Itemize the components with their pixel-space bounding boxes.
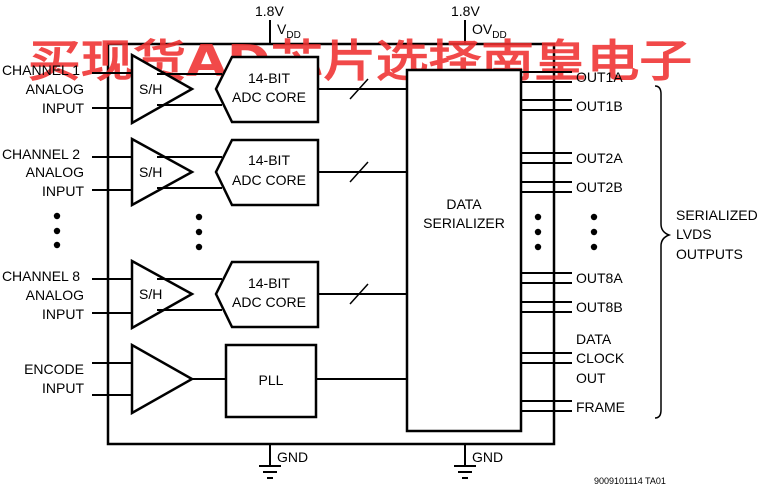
serialized-label-line2: LVDS (676, 226, 712, 242)
channel-2-analog: ANALOG (26, 164, 84, 180)
adc-core-8 (214, 260, 320, 329)
bus-slash-2 (349, 161, 369, 183)
encode-buffer-amplifier (130, 342, 195, 416)
pll-label: PLL (259, 372, 284, 388)
channel-1-analog: ANALOG (26, 81, 84, 97)
encode-input-label: INPUT (42, 380, 84, 396)
ellipsis-dots-right (534, 213, 598, 251)
channel-1-input: INPUT (42, 100, 84, 116)
channel-2-group: CHANNEL 2 ANALOG INPUT S/H 14-BIT ADC CO… (2, 136, 407, 208)
sample-hold-label-8: S/H (139, 286, 162, 302)
serialized-label-line1: SERIALIZED (676, 207, 758, 223)
channel-2-input: INPUT (42, 183, 84, 199)
serializer-label-line1: DATA (446, 196, 482, 212)
ground-symbol-right (454, 444, 476, 479)
adc-1-core-label: ADC CORE (232, 89, 306, 105)
ground-label-left: GND (277, 449, 308, 465)
adc-2-resolution: 14-BIT (248, 152, 290, 168)
vdd-voltage: 1.8V (255, 3, 284, 19)
output-lines (521, 71, 572, 412)
channel-1-group: CHANNEL 1 ANALOG INPUT S/H 14-BIT ADC CO… (2, 52, 407, 126)
encode-group: ENCODE INPUT PLL (24, 342, 407, 419)
adc-core-2 (214, 138, 320, 207)
clock-out-label-line1: DATA (576, 331, 612, 347)
ovdd-voltage: 1.8V (451, 3, 480, 19)
ellipsis-dots-left (53, 212, 61, 249)
serialized-label-line3: OUTPUTS (676, 246, 743, 262)
figure-part-code: 9009101114 TA01 (594, 476, 666, 486)
output-label-out1b: OUT1B (576, 98, 623, 114)
ground-symbol-left (259, 444, 281, 479)
channel-1-label: CHANNEL 1 (2, 62, 80, 78)
vdd-label: VDD (277, 21, 301, 41)
output-label-out2b: OUT2B (576, 179, 623, 195)
output-label-out1a: OUT1A (576, 69, 623, 85)
adc-core-1 (214, 55, 320, 124)
adc-8-core-label: ADC CORE (232, 294, 306, 310)
adc-8-resolution: 14-BIT (248, 275, 290, 291)
ellipsis-dots-middle (195, 213, 203, 251)
clock-out-label-line2: CLOCK (576, 350, 625, 366)
clock-out-label-line3: OUT (576, 370, 606, 386)
data-serializer-block (405, 68, 523, 433)
encode-label: ENCODE (24, 361, 84, 377)
channel-8-group: CHANNEL 8 ANALOG INPUT S/H 14-BIT ADC CO… (2, 258, 407, 331)
output-label-out2a: OUT2A (576, 150, 623, 166)
output-label-out8b: OUT8B (576, 299, 623, 315)
ovdd-label: OVDD (472, 21, 507, 41)
serializer-label-line2: SERIALIZER (423, 215, 505, 231)
channel-2-label: CHANNEL 2 (2, 146, 80, 162)
bus-slash-8 (349, 283, 369, 305)
sample-hold-label-1: S/H (139, 81, 162, 97)
channel-8-analog: ANALOG (26, 287, 84, 303)
bus-slash-1 (349, 78, 369, 100)
ground-label-right: GND (472, 449, 503, 465)
output-label-out8a: OUT8A (576, 270, 623, 286)
pll-block (224, 343, 318, 419)
frame-label: FRAME (576, 399, 625, 415)
adc-1-resolution: 14-BIT (248, 70, 290, 86)
outputs-brace (654, 85, 672, 419)
channel-8-label: CHANNEL 8 (2, 268, 80, 284)
adc-2-core-label: ADC CORE (232, 172, 306, 188)
sample-hold-label-2: S/H (139, 164, 162, 180)
channel-8-input: INPUT (42, 306, 84, 322)
